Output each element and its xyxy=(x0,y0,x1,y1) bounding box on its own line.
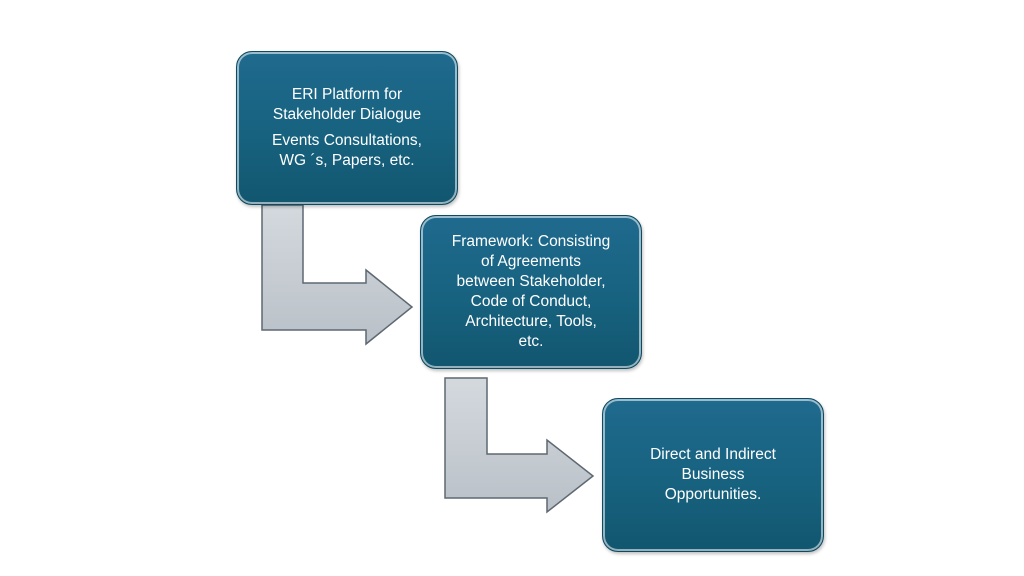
node-eri-platform: ERI Platform for Stakeholder Dialogue Ev… xyxy=(236,51,458,205)
node-business-opportunities-text: Direct and Indirect Business Opportuniti… xyxy=(650,446,776,503)
bent-arrow-2 xyxy=(444,377,595,514)
node-framework-text: Framework: Consisting of Agreements betw… xyxy=(451,233,611,350)
node-eri-platform-detail: Events Consultations, WG ´s, Papers, etc… xyxy=(272,132,422,169)
node-business-opportunities: Direct and Indirect Business Opportuniti… xyxy=(602,398,824,552)
node-eri-platform-title: ERI Platform for Stakeholder Dialogue xyxy=(272,86,422,123)
bent-arrow-1 xyxy=(261,204,414,346)
node-framework: Framework: Consisting of Agreements betw… xyxy=(420,215,642,369)
